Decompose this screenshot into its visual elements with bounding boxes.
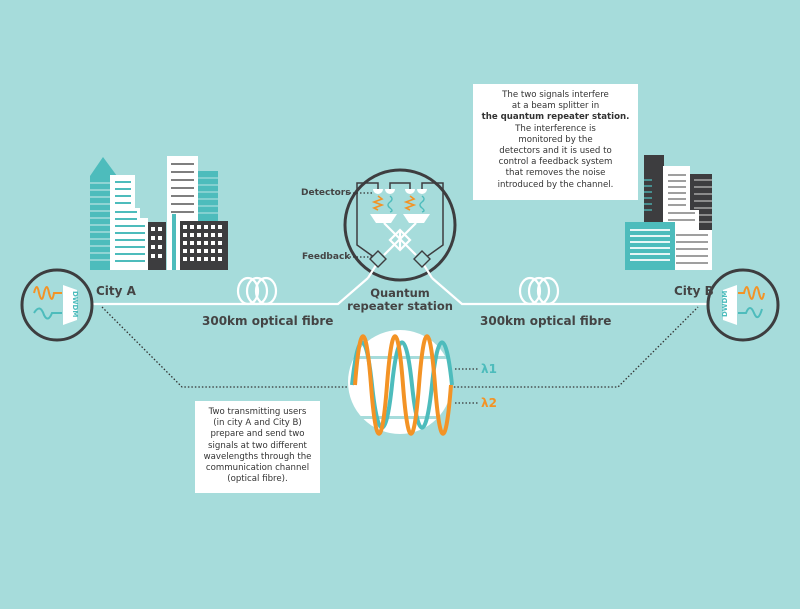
note-line: the quantum repeater station. (481, 112, 630, 123)
note-line: The two signals interfere (502, 90, 609, 100)
transmission-note: Two transmitting users (in city A and Ci… (195, 401, 320, 493)
station-label: Quantum repeater station (340, 287, 460, 313)
feedback-label: Feedback (302, 252, 351, 262)
station-label-line2: repeater station (347, 299, 453, 313)
note-line: Two transmitting users (208, 407, 307, 417)
note-line: communication channel (205, 463, 310, 474)
city-a-dwdm-icon (20, 268, 94, 342)
note-line: that removes the noise (505, 168, 606, 179)
lambda1-label: λ1 (481, 362, 497, 376)
note-line: at a beam splitter in (511, 101, 600, 112)
city-a-label: City A (96, 284, 136, 298)
city-b-buildings (625, 155, 712, 270)
note-line: wavelengths through the (203, 451, 312, 462)
note-line: (optical fibre). (227, 474, 288, 485)
note-line: control a feedback system (498, 157, 613, 168)
detectors-label: Detectors (301, 188, 351, 198)
city-a-buildings (90, 156, 228, 270)
interference-note: The two signals interfere at a beam spli… (473, 84, 638, 200)
note-line: signals at two different (208, 440, 307, 451)
note-line: (in city A and City B) (213, 418, 302, 429)
fibre-left-label: 300km optical fibre (202, 314, 334, 328)
wavelength-lens (348, 330, 478, 436)
optical-fibre (88, 276, 712, 306)
note-line: detectors and it is used to (499, 146, 612, 157)
lambda2-label: λ2 (481, 396, 497, 410)
city-a-dwdm-label: DWDM (71, 291, 79, 318)
station-label-line1: Quantum (370, 286, 430, 300)
note-line: monitored by the (518, 134, 593, 145)
fibre-right-label: 300km optical fibre (480, 314, 612, 328)
city-b-label: City B (674, 284, 714, 298)
note-line: The interference is (515, 123, 596, 134)
city-b-dwdm-label: DWDM (721, 290, 729, 317)
note-line: introduced by the channel. (497, 179, 614, 190)
repeater-station-icon (343, 168, 457, 282)
dotted-signal-path (101, 306, 699, 388)
city-b-dwdm-icon (706, 268, 780, 342)
note-line: prepare and send two (210, 429, 305, 440)
